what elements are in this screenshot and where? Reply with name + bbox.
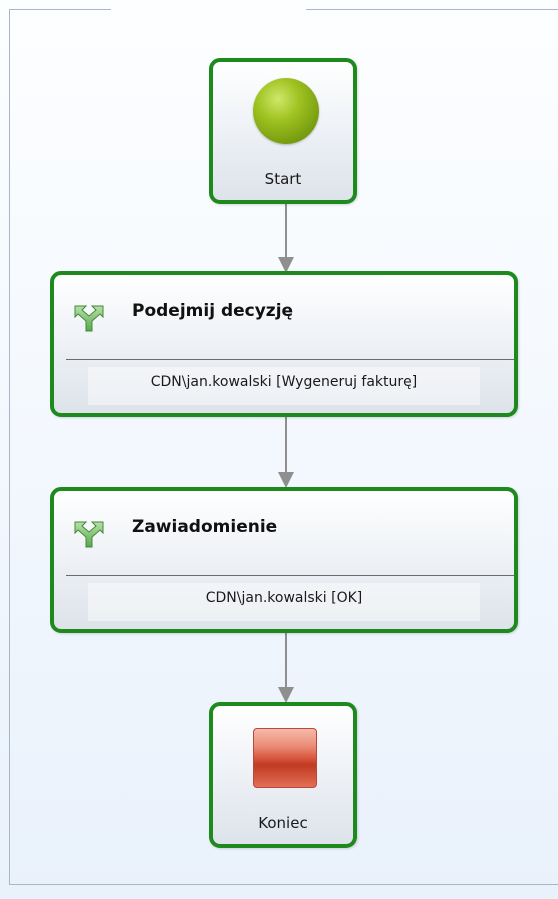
task-split-arrow-icon [74,305,104,332]
connector-notification-to-end [278,631,294,703]
task-assignee: CDN\jan.kowalski [OK] [88,583,480,621]
start-circle-icon [253,78,319,144]
task-title: Podejmij decyzję [132,301,294,321]
frame-border-left [9,9,10,884]
connector-start-to-decision [278,203,294,273]
task-node-decision[interactable]: Podejmij decyzję CDN\jan.kowalski [Wygen… [50,271,518,417]
frame-border-bottom [9,884,558,885]
frame-border-top-right [306,9,558,10]
task-node-notification[interactable]: Zawiadomienie CDN\jan.kowalski [OK] [50,487,518,633]
start-node[interactable]: Start [209,58,357,204]
end-label: Koniec [258,814,308,832]
task-title: Zawiadomienie [132,517,278,537]
task-assignee: CDN\jan.kowalski [Wygeneruj fakturę] [88,367,480,405]
frame-border-top-left [9,9,111,10]
task-divider [66,575,514,576]
end-node[interactable]: Koniec [209,702,357,848]
task-split-arrow-icon [74,521,104,548]
start-label: Start [264,170,302,188]
connector-decision-to-notification [278,416,294,488]
task-divider [66,359,514,360]
end-square-icon [253,728,317,788]
